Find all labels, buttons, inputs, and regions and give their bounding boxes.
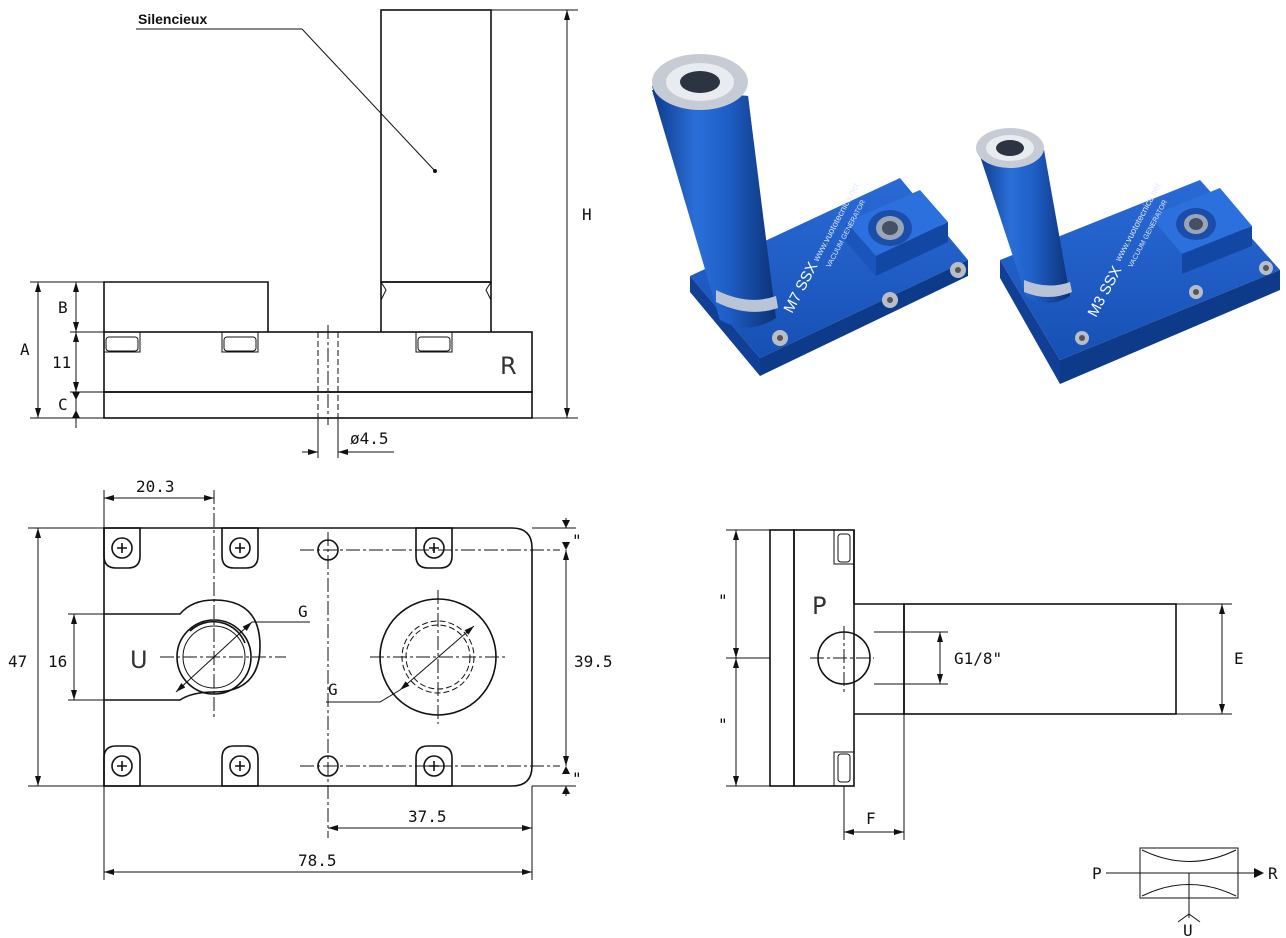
port-label-R: R bbox=[500, 352, 517, 380]
dim-G1-8: G1/8" bbox=[954, 649, 1002, 668]
dim-47: 47 bbox=[8, 652, 27, 671]
dim-37-5: 37.5 bbox=[408, 807, 447, 826]
dim-B: B bbox=[58, 298, 68, 317]
dim-F: F bbox=[866, 809, 876, 828]
product-photo: M7 SSX www.vuototecnica.net VACUUM GENER… bbox=[652, 54, 1280, 384]
tick-upper: " bbox=[718, 591, 728, 610]
dim-C: C bbox=[58, 395, 68, 414]
tick-lower: " bbox=[718, 715, 728, 734]
dim-11: 11 bbox=[52, 353, 71, 372]
port-label-U: U bbox=[130, 646, 148, 674]
tick-bottom: " bbox=[572, 769, 582, 788]
silencer-label: Silencieux bbox=[138, 11, 207, 27]
product-m3: M3 SSX www.vuototecnica.net VACUUM GENER… bbox=[976, 128, 1280, 384]
silencer-body bbox=[380, 9, 492, 283]
dim-16: 16 bbox=[48, 652, 67, 671]
dim-E: E bbox=[1234, 649, 1244, 668]
side-view: R Silencieux H A B 11 C ø4.5 bbox=[20, 9, 592, 458]
dim-H: H bbox=[582, 205, 592, 224]
thread-G-vac: G bbox=[328, 680, 338, 699]
symbol-R: R bbox=[1268, 864, 1278, 883]
top-block bbox=[103, 281, 269, 332]
port-label-P: P bbox=[812, 592, 826, 620]
end-view: P " " G1/8" E F bbox=[718, 529, 1244, 840]
thread-G-U: G bbox=[298, 602, 308, 621]
pneumatic-symbol: P R U bbox=[1092, 847, 1278, 938]
dim-A: A bbox=[20, 340, 30, 359]
symbol-P: P bbox=[1092, 864, 1102, 883]
dim-78-5: 78.5 bbox=[298, 851, 337, 870]
dim-20-3: 20.3 bbox=[136, 477, 175, 496]
product-m7: M7 SSX www.vuototecnica.net VACUUM GENER… bbox=[652, 54, 968, 376]
dim-hole: ø4.5 bbox=[350, 429, 389, 448]
tick-top: " bbox=[572, 531, 582, 550]
top-view: U G G 20.3 47 16 " bbox=[8, 477, 613, 880]
dim-39-5: 39.5 bbox=[574, 652, 613, 671]
screw-pockets bbox=[103, 527, 453, 787]
symbol-U: U bbox=[1183, 921, 1193, 938]
